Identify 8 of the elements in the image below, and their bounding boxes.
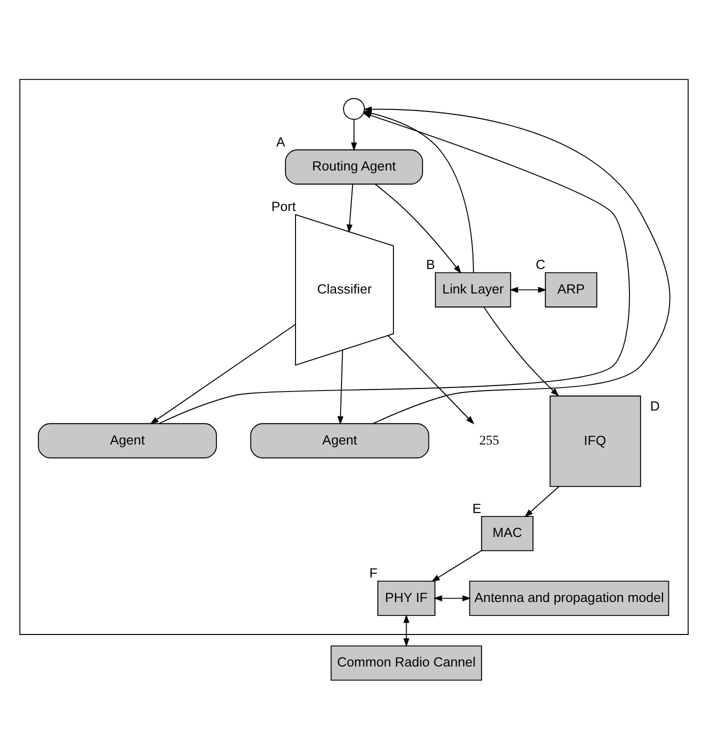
node-label: Port [271, 198, 296, 214]
node-label: A [276, 134, 286, 149]
node-label: B [426, 256, 436, 272]
node-label: D [650, 398, 660, 413]
node-label: F [369, 565, 378, 580]
node-label: C [536, 256, 546, 272]
node-text: 255 [479, 432, 500, 447]
node-label: E [472, 500, 482, 516]
